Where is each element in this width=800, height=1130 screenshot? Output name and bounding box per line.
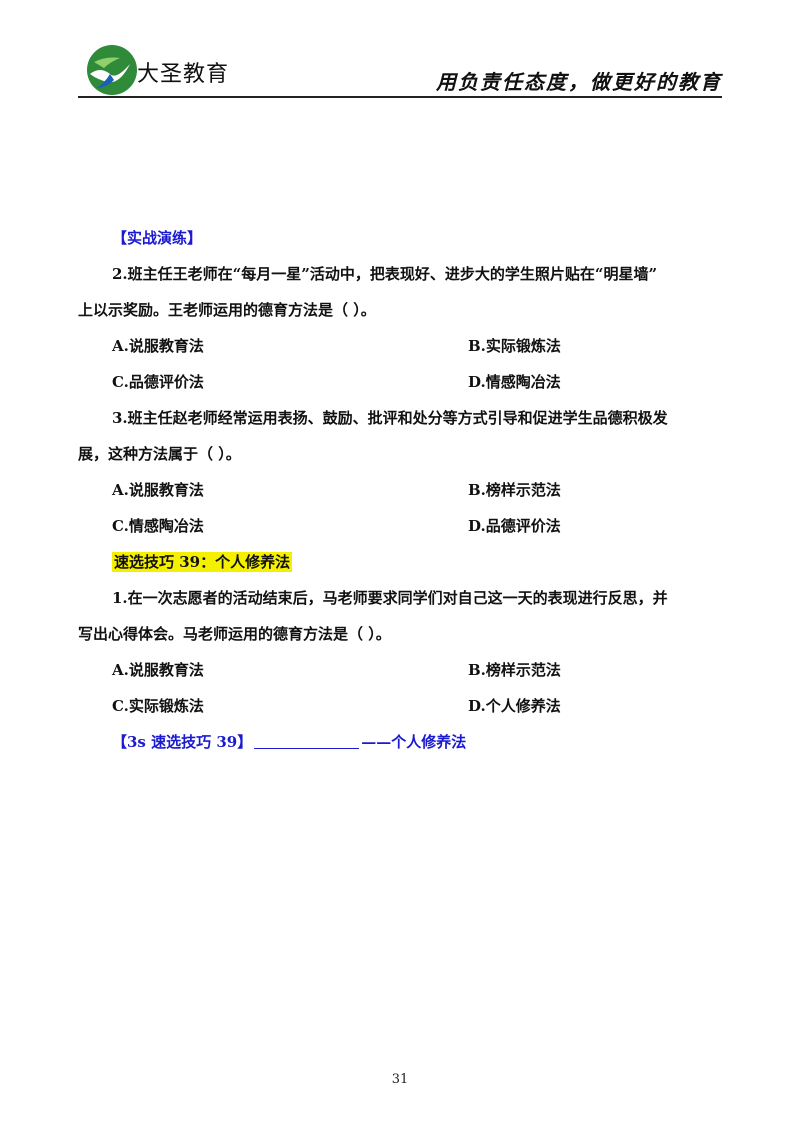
option-d: D.品德评价法	[468, 517, 561, 535]
options-row: A.说服教育法 B.榜样示范法	[78, 478, 722, 514]
question-1: 1.在一次志愿者的活动结束后，马老师要求同学们对自己这一天的表现进行反思，并 写…	[78, 586, 722, 730]
fill-in-blank	[254, 732, 360, 749]
option-b: B.实际锻炼法	[468, 337, 561, 355]
tip-summary: 【3s 速选技巧 39】 ——个人修养法	[78, 730, 722, 766]
question-text-line: 1.在一次志愿者的活动结束后，马老师要求同学们对自己这一天的表现进行反思，并	[112, 589, 668, 607]
option-b: B.榜样示范法	[468, 481, 561, 499]
swallow-logo-icon	[87, 45, 137, 95]
option-a: A.说服教育法	[112, 661, 204, 679]
header-divider	[78, 96, 722, 98]
question-3: 3.班主任赵老师经常运用表扬、鼓励、批评和处分等方式引导和促进学生品德积极发 展…	[78, 406, 722, 550]
option-c: C.情感陶冶法	[112, 517, 204, 535]
options-row: A.说服教育法 B.实际锻炼法	[78, 334, 722, 370]
main-content: 【实战演练】 2.班主任王老师在“每月一星”活动中，把表现好、进步大的学生照片贴…	[78, 226, 722, 766]
tip-heading: 速选技巧 39：个人修养法	[112, 552, 293, 572]
option-d: D.情感陶冶法	[468, 373, 561, 391]
question-text-line: 3.班主任赵老师经常运用表扬、鼓励、批评和处分等方式引导和促进学生品德积极发	[112, 409, 668, 427]
options-row: C.品德评价法 D.情感陶冶法	[78, 370, 722, 406]
header-slogan: 用负责任态度，做更好的教育	[436, 70, 722, 94]
page-header: 大圣教育 用负责任态度，做更好的教育	[0, 0, 800, 100]
brand-name: 大圣教育	[137, 62, 230, 87]
options-row: C.情感陶冶法 D.品德评价法	[78, 514, 722, 550]
question-text-line: 上以示奖励。王老师运用的德育方法是（ ）。	[78, 301, 376, 319]
option-a: A.说服教育法	[112, 337, 204, 355]
section-title: 【实战演练】	[112, 229, 203, 247]
question-text-line: 写出心得体会。马老师运用的德育方法是（ ）。	[78, 625, 391, 643]
option-c: C.品德评价法	[112, 373, 204, 391]
question-2: 2.班主任王老师在“每月一星”活动中，把表现好、进步大的学生照片贴在“明星墙” …	[78, 262, 722, 406]
options-row: A.说服教育法 B.榜样示范法	[78, 658, 722, 694]
tip-summary-prefix: 【3s 速选技巧 39】	[112, 733, 253, 751]
option-b: B.榜样示范法	[468, 661, 561, 679]
option-c: C.实际锻炼法	[112, 697, 204, 715]
question-text-line: 展，这种方法属于（ ）。	[78, 445, 241, 463]
option-d: D.个人修养法	[468, 697, 561, 715]
tip-heading-row: 速选技巧 39：个人修养法	[78, 550, 722, 586]
option-a: A.说服教育法	[112, 481, 204, 499]
page-number: 31	[391, 1072, 409, 1087]
question-text-line: 2.班主任王老师在“每月一星”活动中，把表现好、进步大的学生照片贴在“明星墙”	[112, 265, 658, 283]
options-row: C.实际锻炼法 D.个人修养法	[78, 694, 722, 730]
tip-summary-suffix: ——个人修养法	[361, 733, 467, 751]
